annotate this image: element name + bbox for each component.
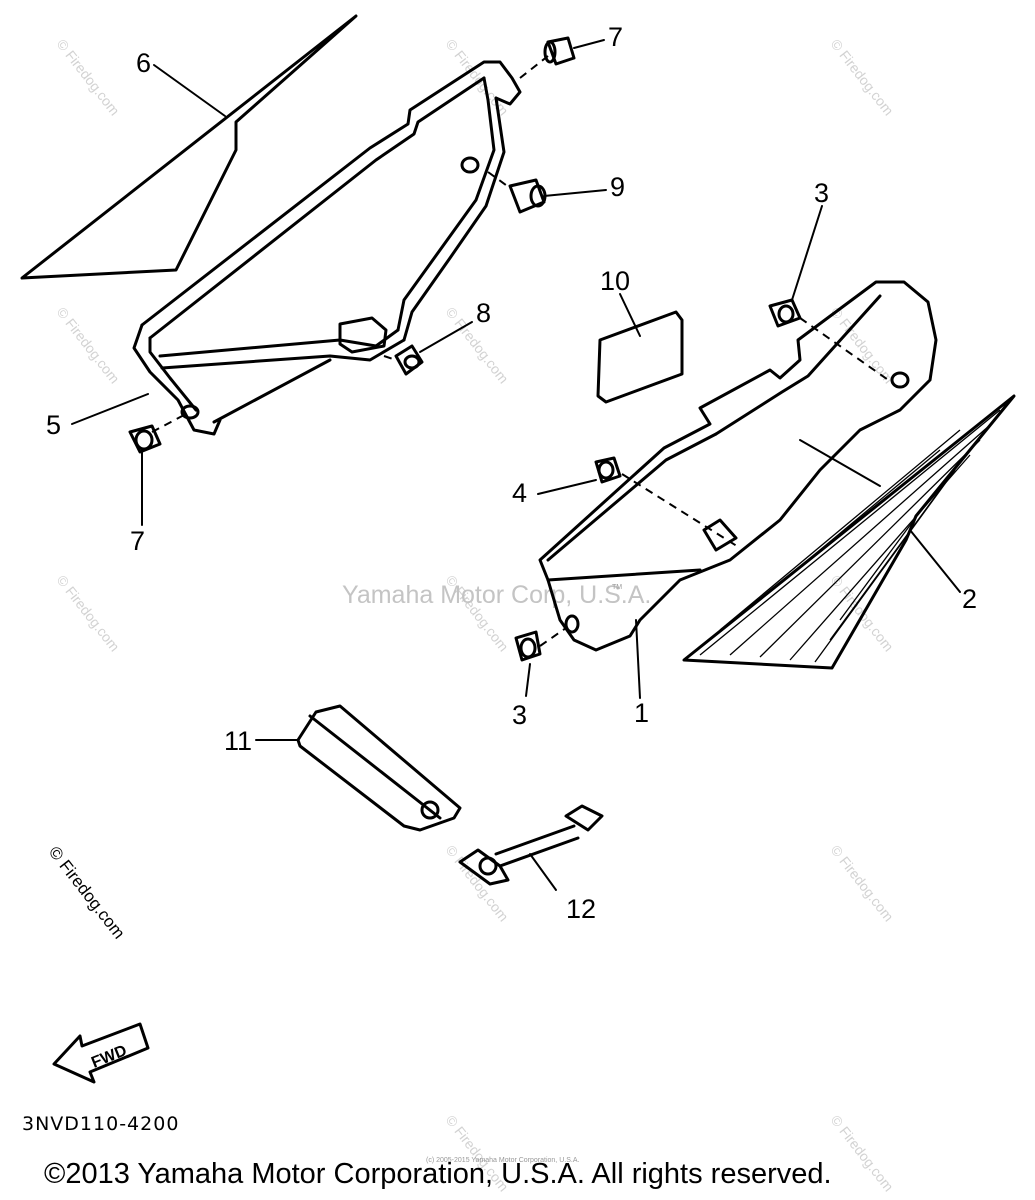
label-7-top: 7 bbox=[608, 22, 623, 52]
watermark: © Firedog.com bbox=[828, 842, 897, 924]
part-1-side-cover bbox=[538, 280, 938, 652]
label-6: 6 bbox=[136, 48, 151, 78]
label-11: 11 bbox=[224, 726, 252, 756]
label-9: 9 bbox=[610, 172, 625, 202]
label-10: 10 bbox=[600, 266, 630, 296]
label-8: 8 bbox=[476, 298, 491, 328]
part-labels: 6 7 9 3 10 8 5 4 7 2 3 1 11 12 bbox=[46, 22, 977, 924]
watermark: © Firedog.com bbox=[54, 304, 123, 386]
part-12-strap bbox=[458, 804, 604, 886]
fwd-arrow-icon: FWD bbox=[52, 1022, 150, 1084]
part-10-label bbox=[596, 310, 684, 404]
watermark: © Firedog.com bbox=[828, 36, 897, 118]
watermark: © Firedog.com bbox=[828, 1112, 897, 1194]
label-4: 4 bbox=[512, 478, 527, 508]
label-5: 5 bbox=[46, 410, 61, 440]
watermark-group: © Firedog.com © Firedog.com © Firedog.co… bbox=[54, 36, 897, 1194]
tm-mark: TM bbox=[612, 584, 622, 591]
small-notice: (c) 2005-2015 Yamaha Motor Corporation, … bbox=[426, 1157, 579, 1164]
label-1: 1 bbox=[634, 698, 649, 728]
watermark: © Firedog.com bbox=[54, 572, 123, 654]
guide-lines bbox=[151, 55, 895, 647]
watermark: © Firedog.com bbox=[443, 842, 512, 924]
part-11-pad bbox=[296, 704, 462, 832]
label-3-top: 3 bbox=[814, 178, 829, 208]
copyright-notice: ©2013 Yamaha Motor Corporation, U.S.A. A… bbox=[44, 1158, 832, 1190]
part-6-decal bbox=[20, 14, 358, 280]
watermark: © Firedog.com bbox=[443, 36, 512, 118]
leader-lines bbox=[71, 39, 961, 891]
watermark: © Firedog.com bbox=[54, 36, 123, 118]
label-2: 2 bbox=[962, 584, 977, 614]
part-5-bracket bbox=[132, 60, 522, 436]
label-12: 12 bbox=[566, 894, 596, 924]
label-3-bottom: 3 bbox=[512, 700, 527, 730]
side-watermark: © Firedog.com bbox=[45, 843, 129, 943]
grommets bbox=[128, 36, 802, 662]
center-watermark: Yamaha Motor Corp, U.S.A. bbox=[342, 581, 651, 609]
part-2-decal bbox=[682, 394, 1016, 670]
fwd-label: FWD bbox=[89, 1042, 129, 1071]
diagram-code: 3NVD110-4200 bbox=[22, 1113, 179, 1135]
label-7-bottom: 7 bbox=[130, 526, 145, 556]
